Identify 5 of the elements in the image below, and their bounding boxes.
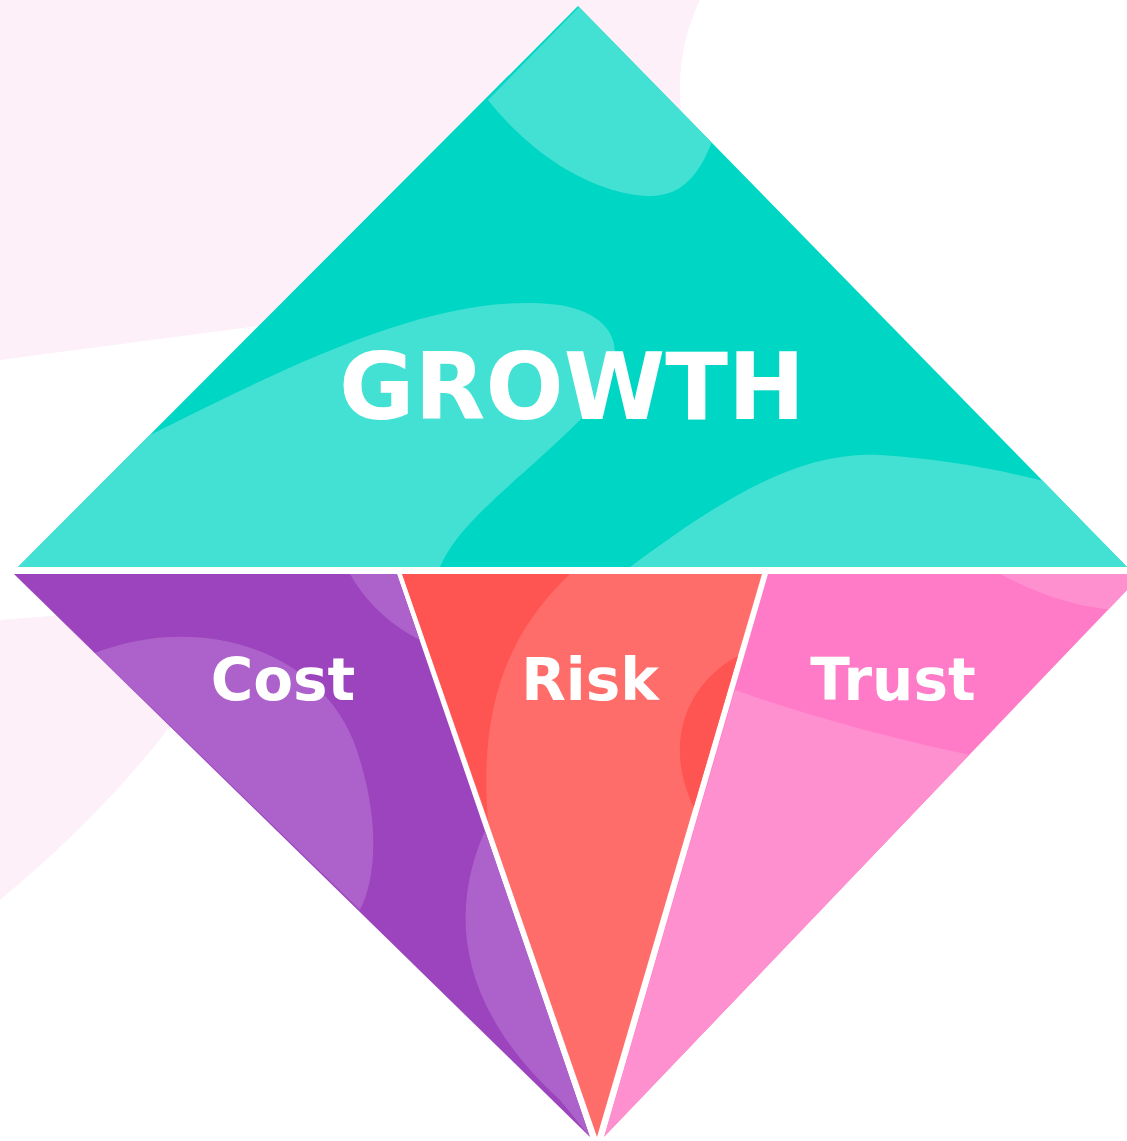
growth-triangle <box>18 6 1127 567</box>
segment-label: Risk <box>521 646 659 714</box>
segment-label: Trust <box>810 646 976 714</box>
segment-label: Cost <box>210 646 356 714</box>
segment-label: GROWTH <box>339 333 805 441</box>
